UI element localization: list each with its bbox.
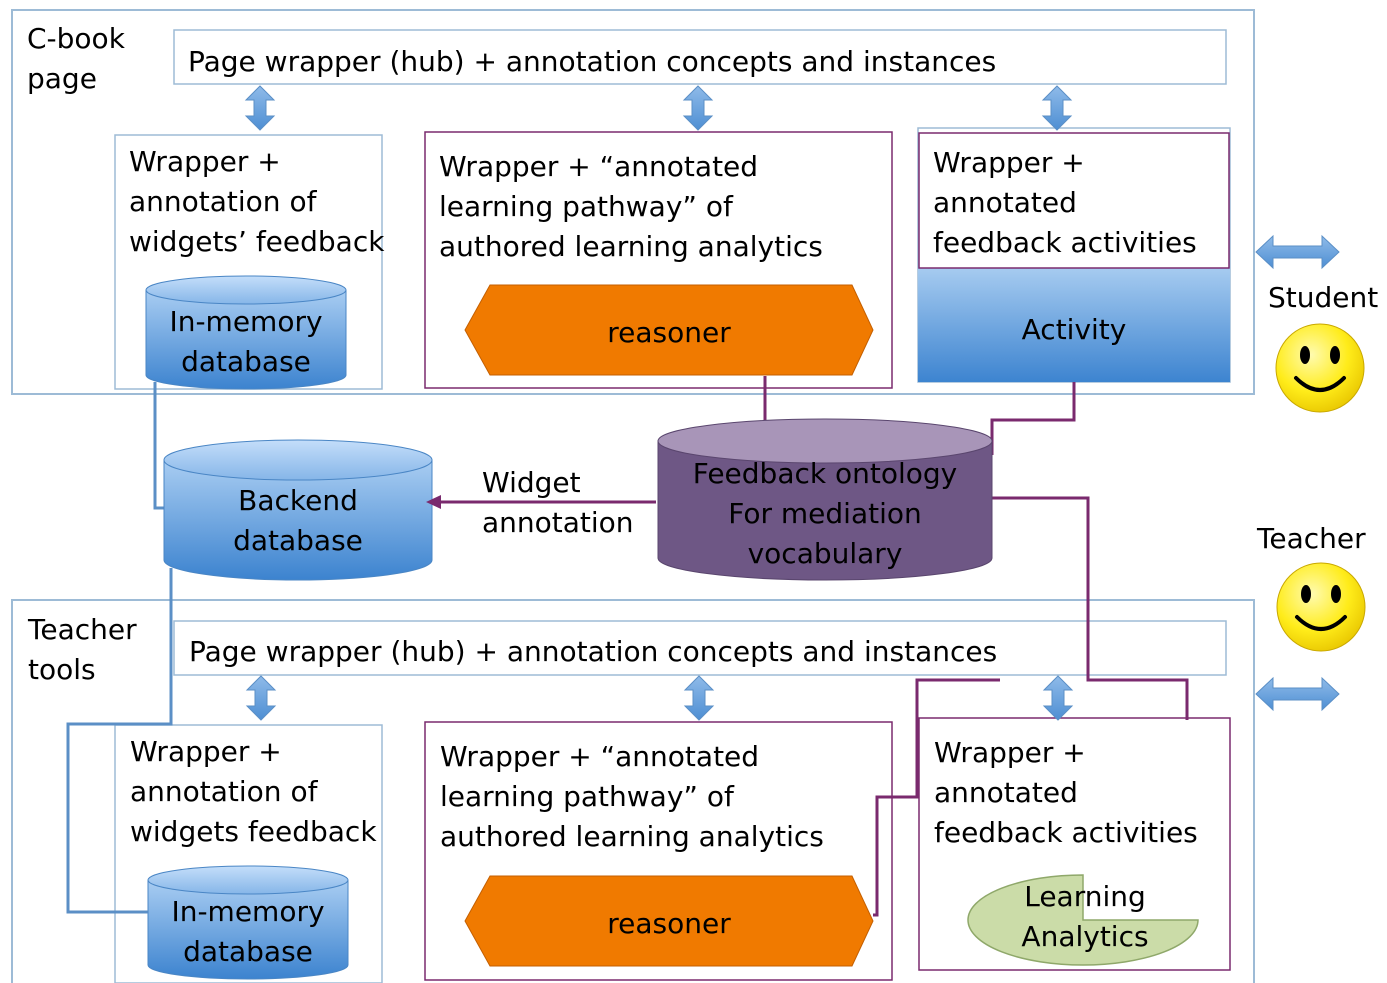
top-reasoner-shape: [464, 284, 874, 376]
widget-annotation-arrow: [426, 495, 656, 509]
cbook-page-frame: [11, 9, 1255, 395]
learning-analytics-label: Learning Analytics: [1021, 880, 1149, 953]
top-activities-label: Wrapper + annotated feedback activities: [933, 146, 1197, 259]
bottom-reasoner-shape: [464, 875, 874, 967]
teacher-label: Teacher: [1257, 522, 1366, 555]
student-label: Student: [1268, 281, 1379, 314]
top-widgets-label: Wrapper + annotation of widgets’ feedbac…: [129, 145, 385, 258]
teacher-tools-label: Teacher tools: [28, 613, 137, 686]
ontology-connector-lines: [763, 376, 1189, 917]
bottom-hub-arrows: [245, 675, 1074, 721]
ontology-label: Feedback ontology For mediation vocabula…: [692, 457, 958, 570]
top-activities-box: [918, 132, 1230, 269]
top-db-label: In-memory database: [169, 305, 323, 378]
bottom-db-label: In-memory database: [171, 895, 325, 968]
bottom-reasoner-label: reasoner: [607, 907, 731, 940]
backend-database-icon: [163, 439, 433, 581]
feedback-ontology-icon: [657, 418, 993, 581]
top-in-memory-db-icon: [145, 275, 347, 390]
bottom-pathway-label: Wrapper + “annotated learning pathway” o…: [440, 740, 824, 853]
db-connector-lines: [66, 382, 173, 914]
widget-annotation-label: Widget annotation: [482, 466, 634, 539]
bottom-in-memory-db-icon: [147, 865, 349, 980]
top-hub-label: Page wrapper (hub) + annotation concepts…: [188, 45, 997, 78]
bottom-widgets-label: Wrapper + annotation of widgets feedback: [130, 735, 377, 848]
top-hub-arrows: [244, 85, 1073, 131]
bottom-activities-label: Wrapper + annotated feedback activities: [934, 736, 1198, 849]
backend-db-label: Backend database: [233, 484, 363, 557]
bottom-hub-box: [173, 620, 1227, 676]
teacher-smiley-icon: [1276, 562, 1366, 652]
learning-analytics-shape: [967, 874, 1199, 966]
cbook-page-label: C-book page: [27, 22, 125, 95]
top-reasoner-label: reasoner: [607, 316, 731, 349]
top-hub-box: [173, 29, 1227, 85]
bottom-hub-label: Page wrapper (hub) + annotation concepts…: [189, 635, 998, 668]
side-arrows: [1255, 234, 1340, 712]
student-smiley-icon: [1275, 323, 1365, 413]
top-pathway-label: Wrapper + “annotated learning pathway” o…: [439, 150, 823, 263]
activity-block: [918, 268, 1230, 382]
teacher-tools-frame: [11, 599, 1255, 983]
activity-label: Activity: [1021, 313, 1127, 346]
